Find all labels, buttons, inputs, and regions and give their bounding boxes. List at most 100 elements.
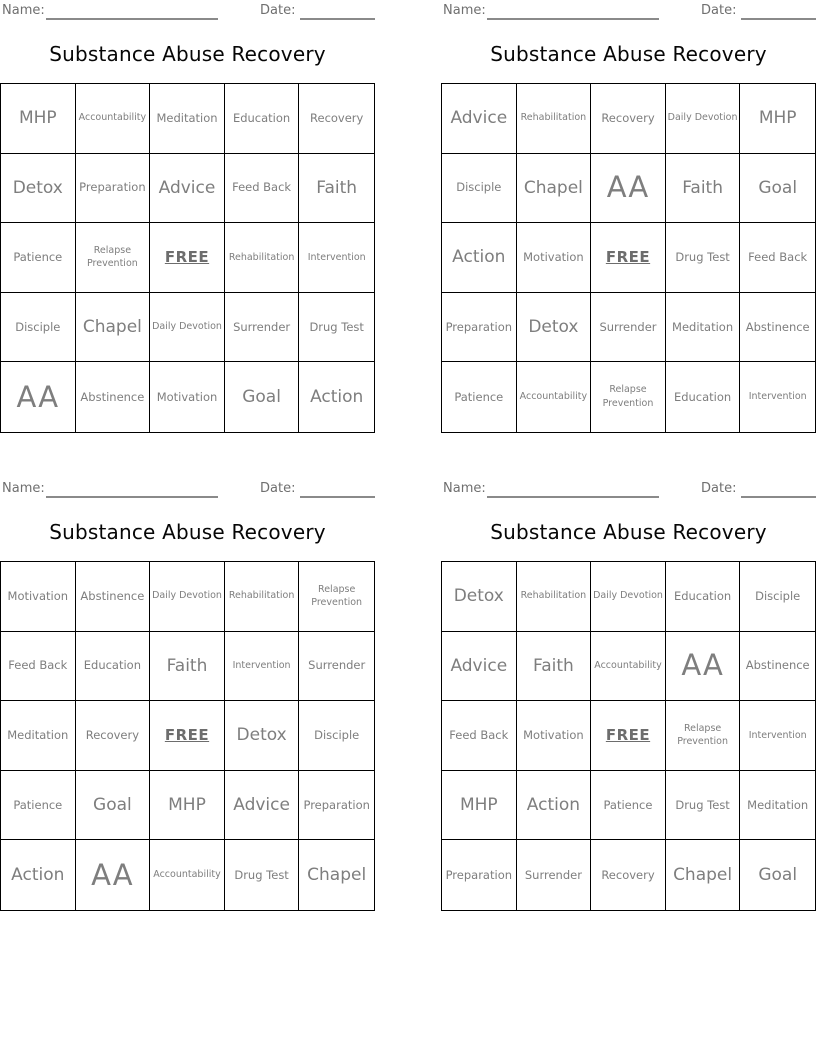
cell-label: Daily Devotion (152, 321, 222, 333)
cell-label: Relapse Prevention (311, 583, 363, 609)
bingo-cell: Abstinence (76, 362, 151, 432)
cell-label: Drug Test (675, 250, 730, 265)
bingo-cell: Patience (1, 223, 76, 293)
cell-label: Recovery (310, 110, 364, 125)
bingo-cell: Preparation (442, 292, 517, 363)
name-date-row: Name: Date: (0, 481, 375, 498)
cell-label: Disciple (314, 728, 360, 743)
bingo-cell: Relapse Prevention (75, 223, 151, 293)
date-label: Date: (260, 3, 296, 18)
card-title: Substance Abuse Recovery (49, 42, 326, 66)
bingo-cell: Goal (740, 840, 815, 910)
cell-label: Intervention (307, 251, 366, 263)
cell-label: AA (681, 648, 724, 683)
cell-label: Rehabilitation (228, 251, 295, 263)
cell-label: Chapel (307, 864, 367, 885)
bingo-cell: Chapel (516, 153, 592, 224)
name-blank-line (46, 3, 218, 20)
bingo-cell: Recovery (591, 84, 666, 154)
cell-label: Surrender (233, 319, 291, 334)
cell-label: Feed Back (748, 250, 808, 265)
date-blank-line (300, 3, 375, 20)
date-blank-line (741, 481, 816, 498)
bingo-cell: Intervention (740, 362, 815, 432)
bingo-cell: Intervention (224, 631, 300, 702)
cell-label: Faith (532, 655, 574, 676)
cell-label: Relapse Prevention (602, 384, 654, 410)
bingo-cell: AA (665, 631, 741, 702)
cell-label: Chapel (82, 316, 142, 337)
bingo-cell: MHP (150, 770, 225, 841)
bingo-cell: Meditation (740, 771, 815, 841)
cell-label: Surrender (308, 658, 366, 673)
cell-label: Disciple (755, 588, 801, 603)
bingo-cell: Drug Test (665, 223, 741, 293)
bingo-cell: MHP (740, 84, 815, 154)
cell-label: Preparation (303, 797, 370, 812)
bingo-cell: Goal (225, 362, 300, 432)
bingo-cell: Action (299, 362, 374, 432)
cell-label: MHP (168, 794, 206, 815)
bingo-cell: Education (665, 562, 741, 632)
cell-label: Drug Test (309, 319, 364, 334)
cell-label: Surrender (524, 867, 582, 882)
cell-label: Daily Devotion (593, 590, 663, 602)
bingo-cell: Preparation (75, 153, 151, 224)
bingo-cell: Daily Devotion (591, 562, 666, 632)
cell-label: FREE (605, 726, 651, 745)
cell-label: FREE (605, 248, 651, 267)
bingo-cell: Disciple (299, 701, 374, 771)
cell-label: Education (232, 110, 291, 125)
cell-label: Motivation (156, 389, 218, 404)
bingo-cell: Faith (299, 154, 374, 224)
bingo-cell: Drug Test (299, 293, 374, 363)
bingo-cell: AA (76, 840, 151, 910)
cell-label: Accountability (594, 660, 662, 671)
cell-label: Advice (233, 794, 290, 815)
cell-label: Patience (454, 389, 504, 404)
bingo-cell: Detox (442, 562, 517, 632)
cell-label: Goal (93, 794, 132, 815)
bingo-cell: Intervention (299, 223, 374, 293)
bingo-cell: Goal (75, 770, 151, 841)
cell-label: Recovery (85, 728, 140, 743)
cell-label: Preparation (445, 867, 513, 882)
cell-label: Detox (12, 177, 63, 198)
bingo-cell: Relapse Prevention (665, 701, 741, 771)
cell-label: Feed Back (8, 658, 68, 673)
cell-label: Accountability (78, 112, 147, 124)
bingo-card: Name: Date: Substance Abuse Recovery MHP… (0, 0, 375, 437)
bingo-cell: Advice (224, 770, 300, 841)
cell-label: Meditation (156, 110, 218, 125)
cell-label: Relapse Prevention (86, 244, 138, 270)
bingo-cell: Surrender (224, 292, 300, 363)
name-date-row: Name: Date: (0, 3, 375, 20)
bingo-cell: Education (75, 631, 151, 702)
bingo-cell: Advice (442, 84, 517, 154)
cell-label: Motivation (523, 728, 584, 743)
name-label: Name: (443, 481, 486, 496)
bingo-cell: Feed Back (1, 631, 76, 702)
bingo-cell: Feed Back (740, 223, 815, 293)
bingo-cell: Feed Back (442, 701, 517, 771)
cell-label: Abstinence (745, 319, 810, 334)
cell-label: Abstinence (745, 658, 810, 673)
cell-label: Action (452, 247, 506, 268)
cell-label: Abstinence (80, 588, 145, 603)
cell-label: Action (526, 794, 581, 815)
bingo-cell: Daily Devotion (665, 84, 741, 154)
free-space-cell: FREE (150, 223, 225, 293)
cell-label: Recovery (601, 110, 655, 125)
name-label: Name: (2, 481, 45, 496)
cell-label: Patience (603, 797, 653, 812)
date-label: Date: (701, 3, 737, 18)
cell-label: FREE (164, 248, 210, 267)
cell-label: Drug Test (234, 867, 289, 882)
bingo-cell: Surrender (591, 292, 666, 363)
date-label: Date: (701, 481, 737, 496)
cell-label: Goal (758, 864, 798, 885)
date-label: Date: (260, 481, 296, 496)
cell-label: Goal (758, 177, 798, 198)
cell-label: MHP (758, 108, 797, 129)
cell-label: Intervention (748, 391, 807, 403)
